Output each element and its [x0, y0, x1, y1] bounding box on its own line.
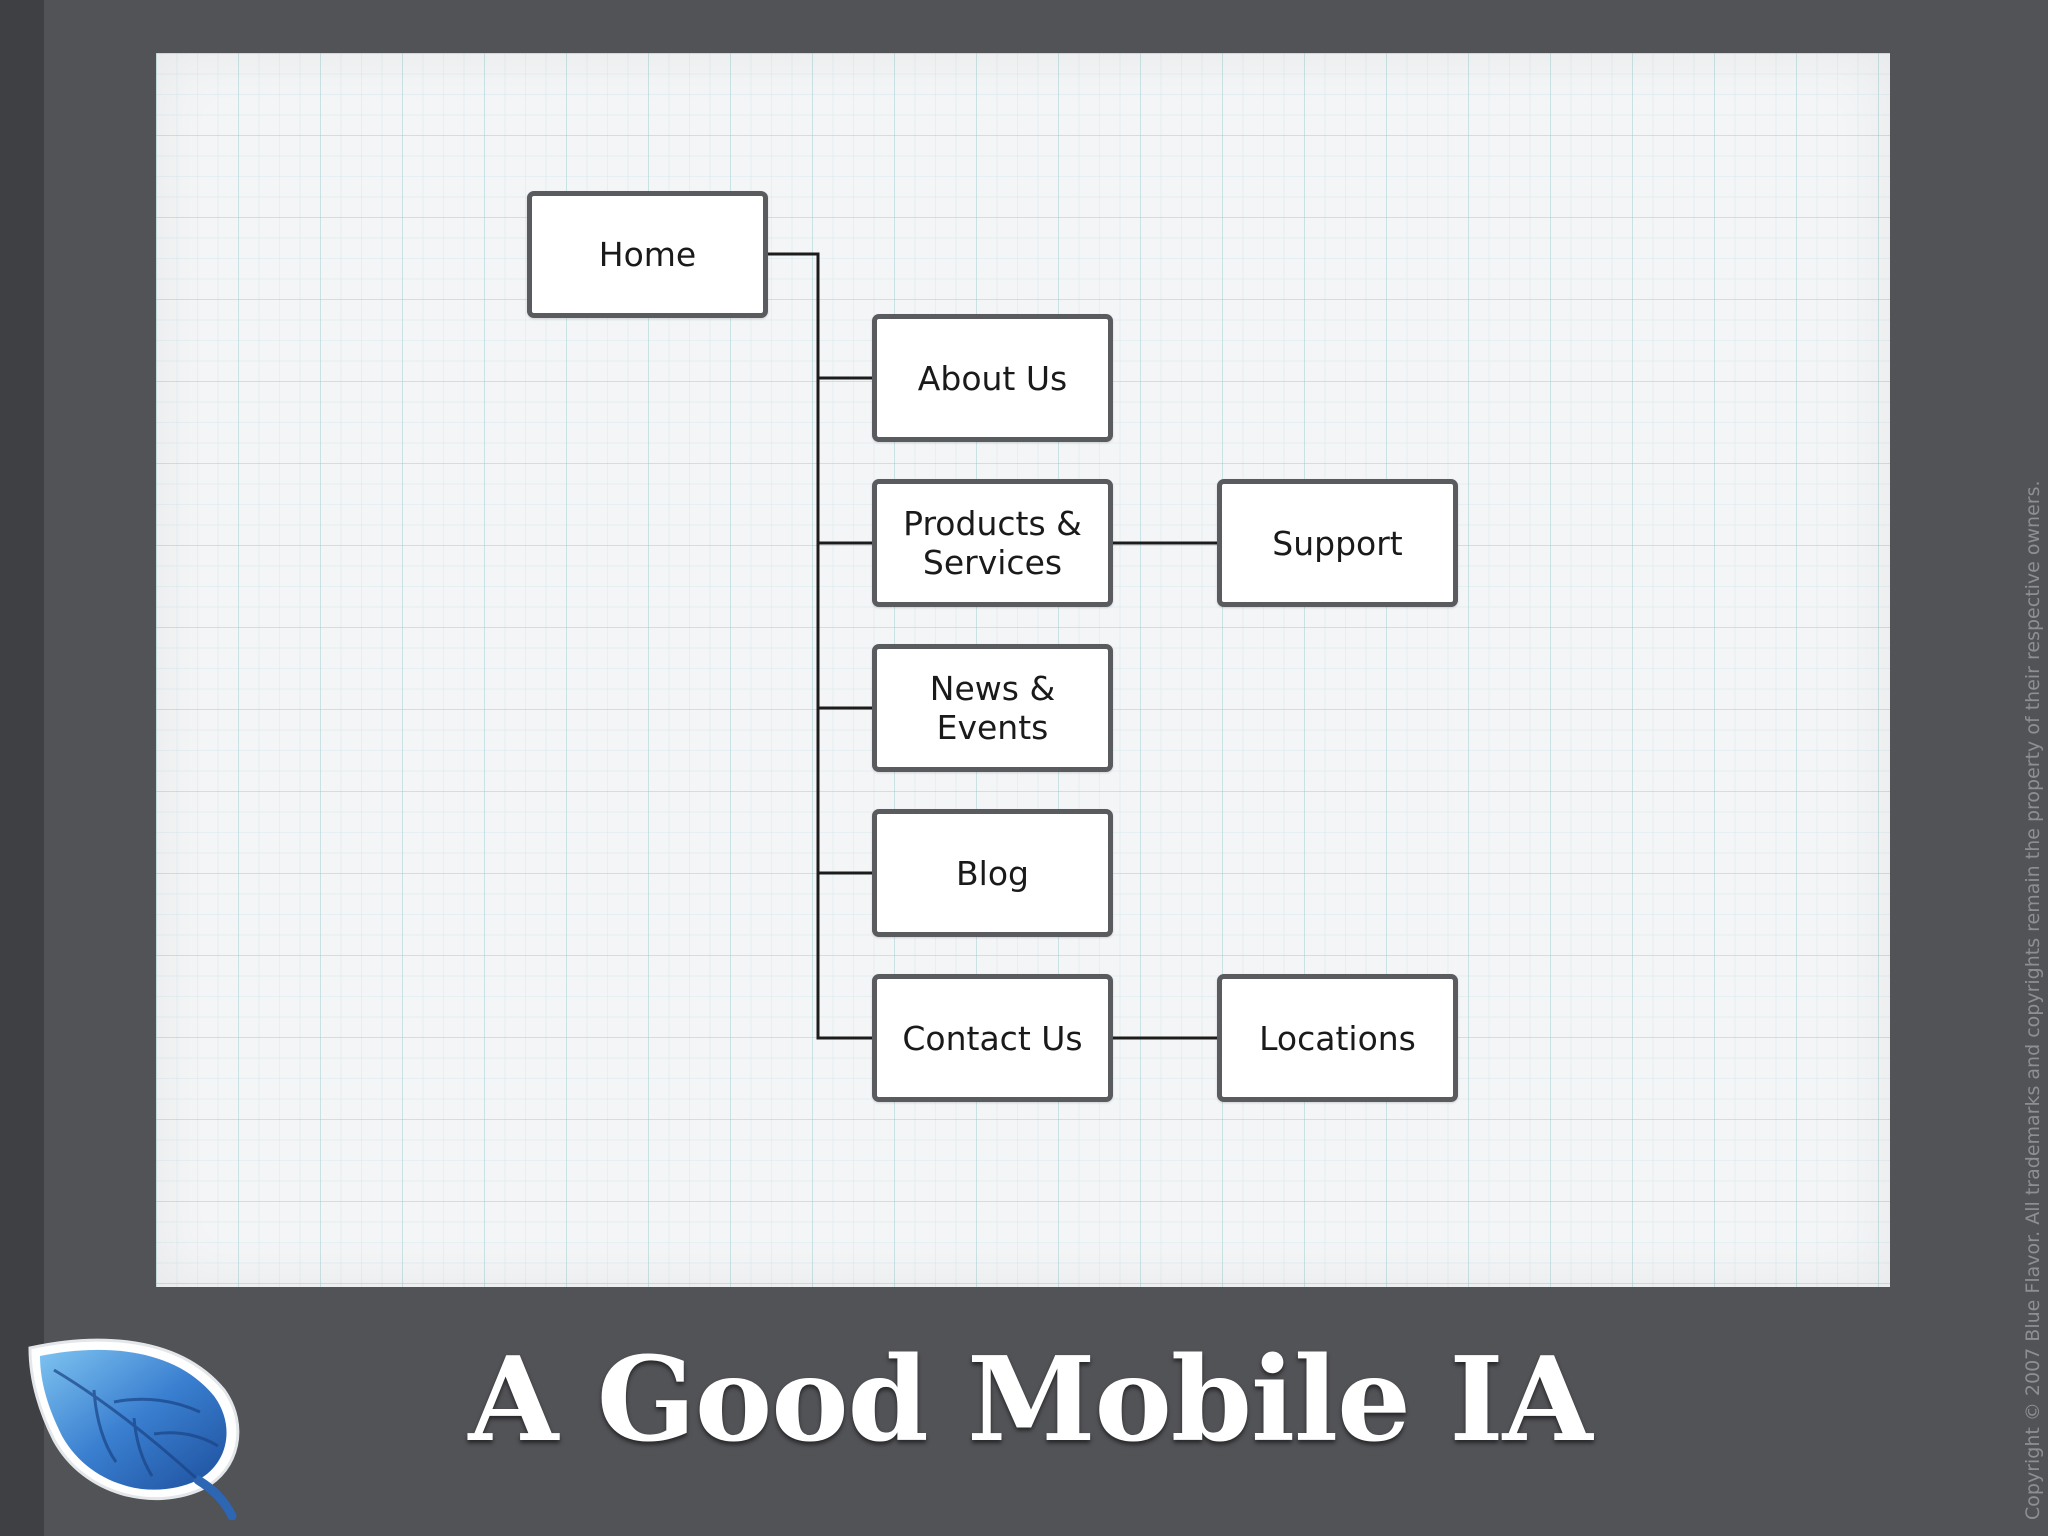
- node-about-us: About Us: [872, 314, 1113, 442]
- node-contact-us: Contact Us: [872, 974, 1113, 1102]
- node-products-services: Products & Services: [872, 479, 1113, 607]
- leaf-icon: [28, 1338, 240, 1520]
- left-strip: [0, 0, 44, 1536]
- node-blog: Blog: [872, 809, 1113, 937]
- copyright-notice: Copyright © 2007 Blue Flavor. All tradem…: [2022, 480, 2044, 1520]
- node-locations: Locations: [1217, 974, 1458, 1102]
- node-home: Home: [527, 191, 768, 318]
- slide-title: A Good Mobile IA: [468, 1332, 1592, 1468]
- node-news-events: News & Events: [872, 644, 1113, 772]
- node-support: Support: [1217, 479, 1458, 607]
